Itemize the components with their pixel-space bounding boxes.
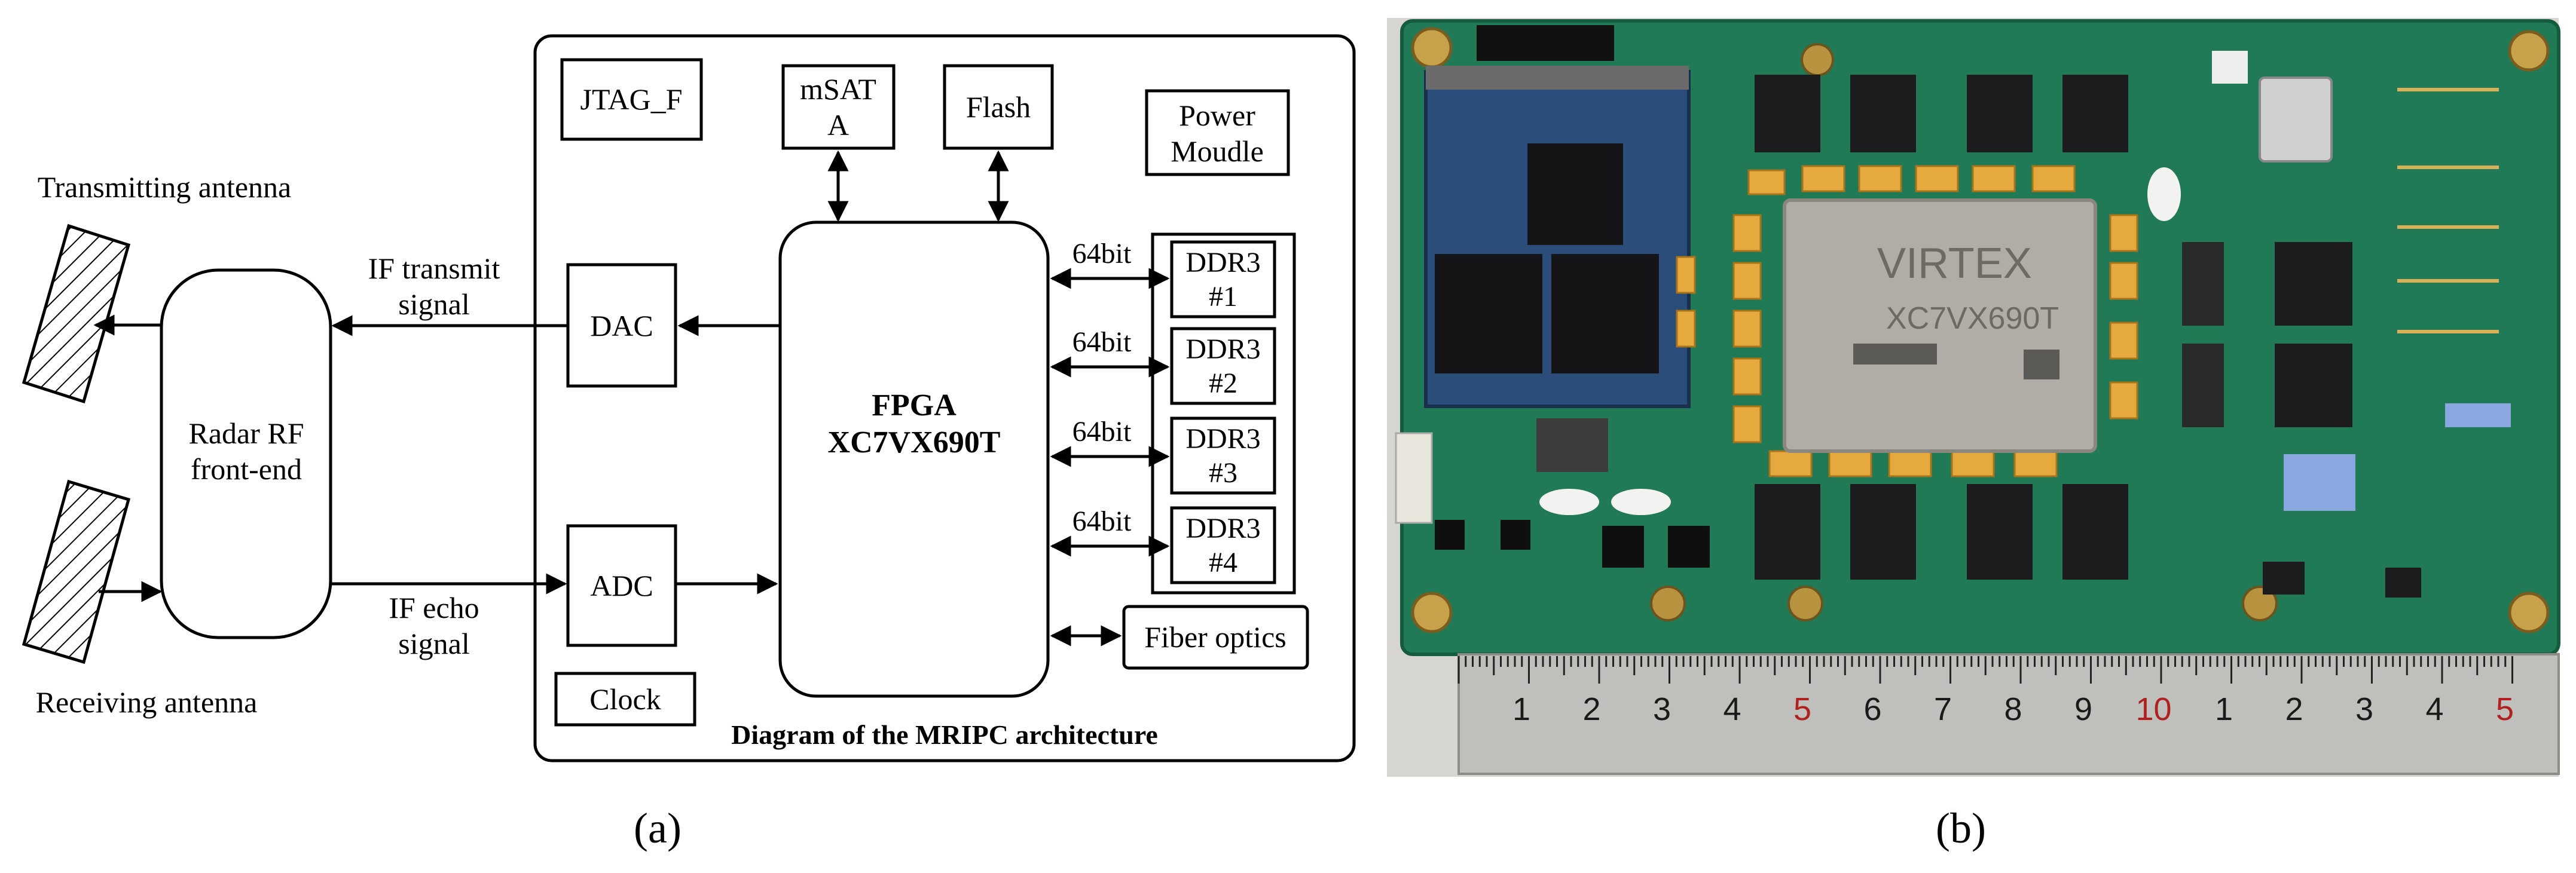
ddr-4-label-line1: DDR3 — [1185, 513, 1260, 544]
ruler-number: 4 — [2425, 691, 2443, 727]
ruler-number: 9 — [2074, 691, 2092, 727]
ddr-1: DDR3 #1 — [1170, 240, 1276, 318]
receiving-antenna-icon — [22, 479, 131, 664]
ruler-number: 5 — [1793, 691, 1811, 727]
ddr-4-label-line2: #4 — [1209, 547, 1237, 578]
ruler-number: 2 — [2285, 691, 2303, 727]
dac-block — [566, 263, 677, 388]
fpga-chip — [1783, 198, 2097, 453]
msata-label-line2: A — [827, 108, 849, 142]
power-module-block — [1145, 89, 1290, 176]
ddr-3: DDR3 #3 — [1170, 416, 1276, 495]
ruler-number: 8 — [2004, 691, 2022, 727]
bus-label-1: 64bit — [1072, 238, 1132, 269]
panel-b-label: (b) — [1936, 804, 1986, 852]
ddr-3-label-line1: DDR3 — [1185, 423, 1260, 455]
panel-a-label: (a) — [634, 804, 682, 852]
flash-label: Flash — [966, 90, 1031, 124]
ddr-chips — [1755, 75, 2128, 580]
fiber-optics-block — [1122, 605, 1309, 670]
fiber-optics-label: Fiber optics — [1144, 620, 1286, 654]
flash-block — [943, 64, 1054, 150]
if-echo-label-line2: signal — [398, 627, 469, 660]
ruler-numbers: 1 2 3 4 5 6 7 8 9 10 1 2 3 4 5 — [1512, 691, 2514, 727]
radar-rf-label-line1: Radar RF — [188, 416, 304, 450]
ddr-1-label-line2: #1 — [1209, 281, 1237, 313]
ruler-number: 3 — [2355, 691, 2373, 727]
bus-label-4: 64bit — [1072, 506, 1132, 537]
bus-label-2: 64bit — [1072, 326, 1132, 358]
ddr-3-label-line2: #3 — [1209, 457, 1237, 489]
jtag-block — [560, 58, 703, 141]
ruler-number: 10 — [2135, 691, 2171, 727]
power-label-line1: Power — [1179, 99, 1255, 132]
if-echo-label-line1: IF echo — [389, 591, 479, 624]
adc-label: ADC — [590, 569, 653, 602]
transmitting-antenna-label: Transmitting antenna — [38, 170, 292, 204]
side-connector — [1395, 432, 1433, 524]
ddr-2: DDR3 #2 — [1170, 327, 1276, 405]
chip-brand-text: VIRTEX — [1877, 240, 2032, 287]
ruler-ticks — [1457, 656, 2513, 684]
clock-block — [554, 672, 696, 727]
ruler-number: 2 — [1582, 691, 1600, 727]
msata-block — [781, 64, 896, 150]
if-transmit-label-line2: signal — [398, 287, 469, 321]
ruler-number: 1 — [1512, 691, 1530, 727]
bus-label-3: 64bit — [1072, 416, 1132, 448]
chip-part-text: XC7VX690T — [1886, 301, 2059, 336]
fpga-label-line2: XC7VX690T — [828, 425, 1001, 460]
clock-label: Clock — [589, 682, 661, 716]
ruler-number: 4 — [1723, 691, 1741, 727]
receiving-antenna-label: Receiving antenna — [36, 685, 258, 719]
ddr-2-label-line2: #2 — [1209, 367, 1237, 399]
power-label-line2: Moudle — [1171, 134, 1264, 168]
mripc-caption: Diagram of the MRIPC architecture — [731, 719, 1158, 750]
msata-label-line1: mSAT — [800, 72, 876, 106]
panel-a-diagram: Transmitting antenna Receiving antenna R… — [22, 34, 1356, 852]
ruler-number: 3 — [1653, 691, 1671, 727]
gold-traces — [2397, 88, 2499, 333]
ddr-2-label-line1: DDR3 — [1185, 333, 1260, 365]
ruler-number: 1 — [2215, 691, 2233, 727]
mripc-boundary — [533, 34, 1356, 762]
ruler — [1457, 653, 2560, 775]
ddr-1-block — [1170, 240, 1276, 318]
small-ics — [1435, 418, 1710, 568]
radar-rf-frontend-block — [160, 268, 332, 639]
mounting-standoffs — [1411, 27, 2550, 633]
ruler-number: 5 — [2496, 691, 2514, 727]
ruler-number: 6 — [1863, 691, 1881, 727]
radar-rf-label-line2: front-end — [191, 452, 302, 486]
ddr-3-block — [1170, 416, 1276, 495]
dac-label: DAC — [590, 309, 653, 342]
ruler-number: 7 — [1934, 691, 1952, 727]
ddr-4-block — [1170, 506, 1276, 584]
transmitting-antenna-icon — [22, 223, 131, 404]
ddr-4: DDR3 #4 — [1170, 506, 1276, 584]
panel-b-photo: VIRTEX XC7VX690T — [1387, 18, 2560, 852]
capacitors — [1676, 165, 2138, 477]
if-transmit-label-line1: IF transmit — [368, 252, 500, 285]
ddr-1-label-line1: DDR3 — [1185, 247, 1260, 278]
adc-block — [566, 524, 677, 647]
jtag-label: JTAG_F — [580, 82, 682, 116]
ddr-2-block — [1170, 327, 1276, 405]
ddr-group — [1151, 232, 1296, 595]
fpga-label-line1: FPGA — [872, 388, 957, 422]
fpga-block — [778, 220, 1050, 698]
right-side-ics — [2182, 51, 2511, 598]
header-connector — [1477, 25, 1614, 61]
